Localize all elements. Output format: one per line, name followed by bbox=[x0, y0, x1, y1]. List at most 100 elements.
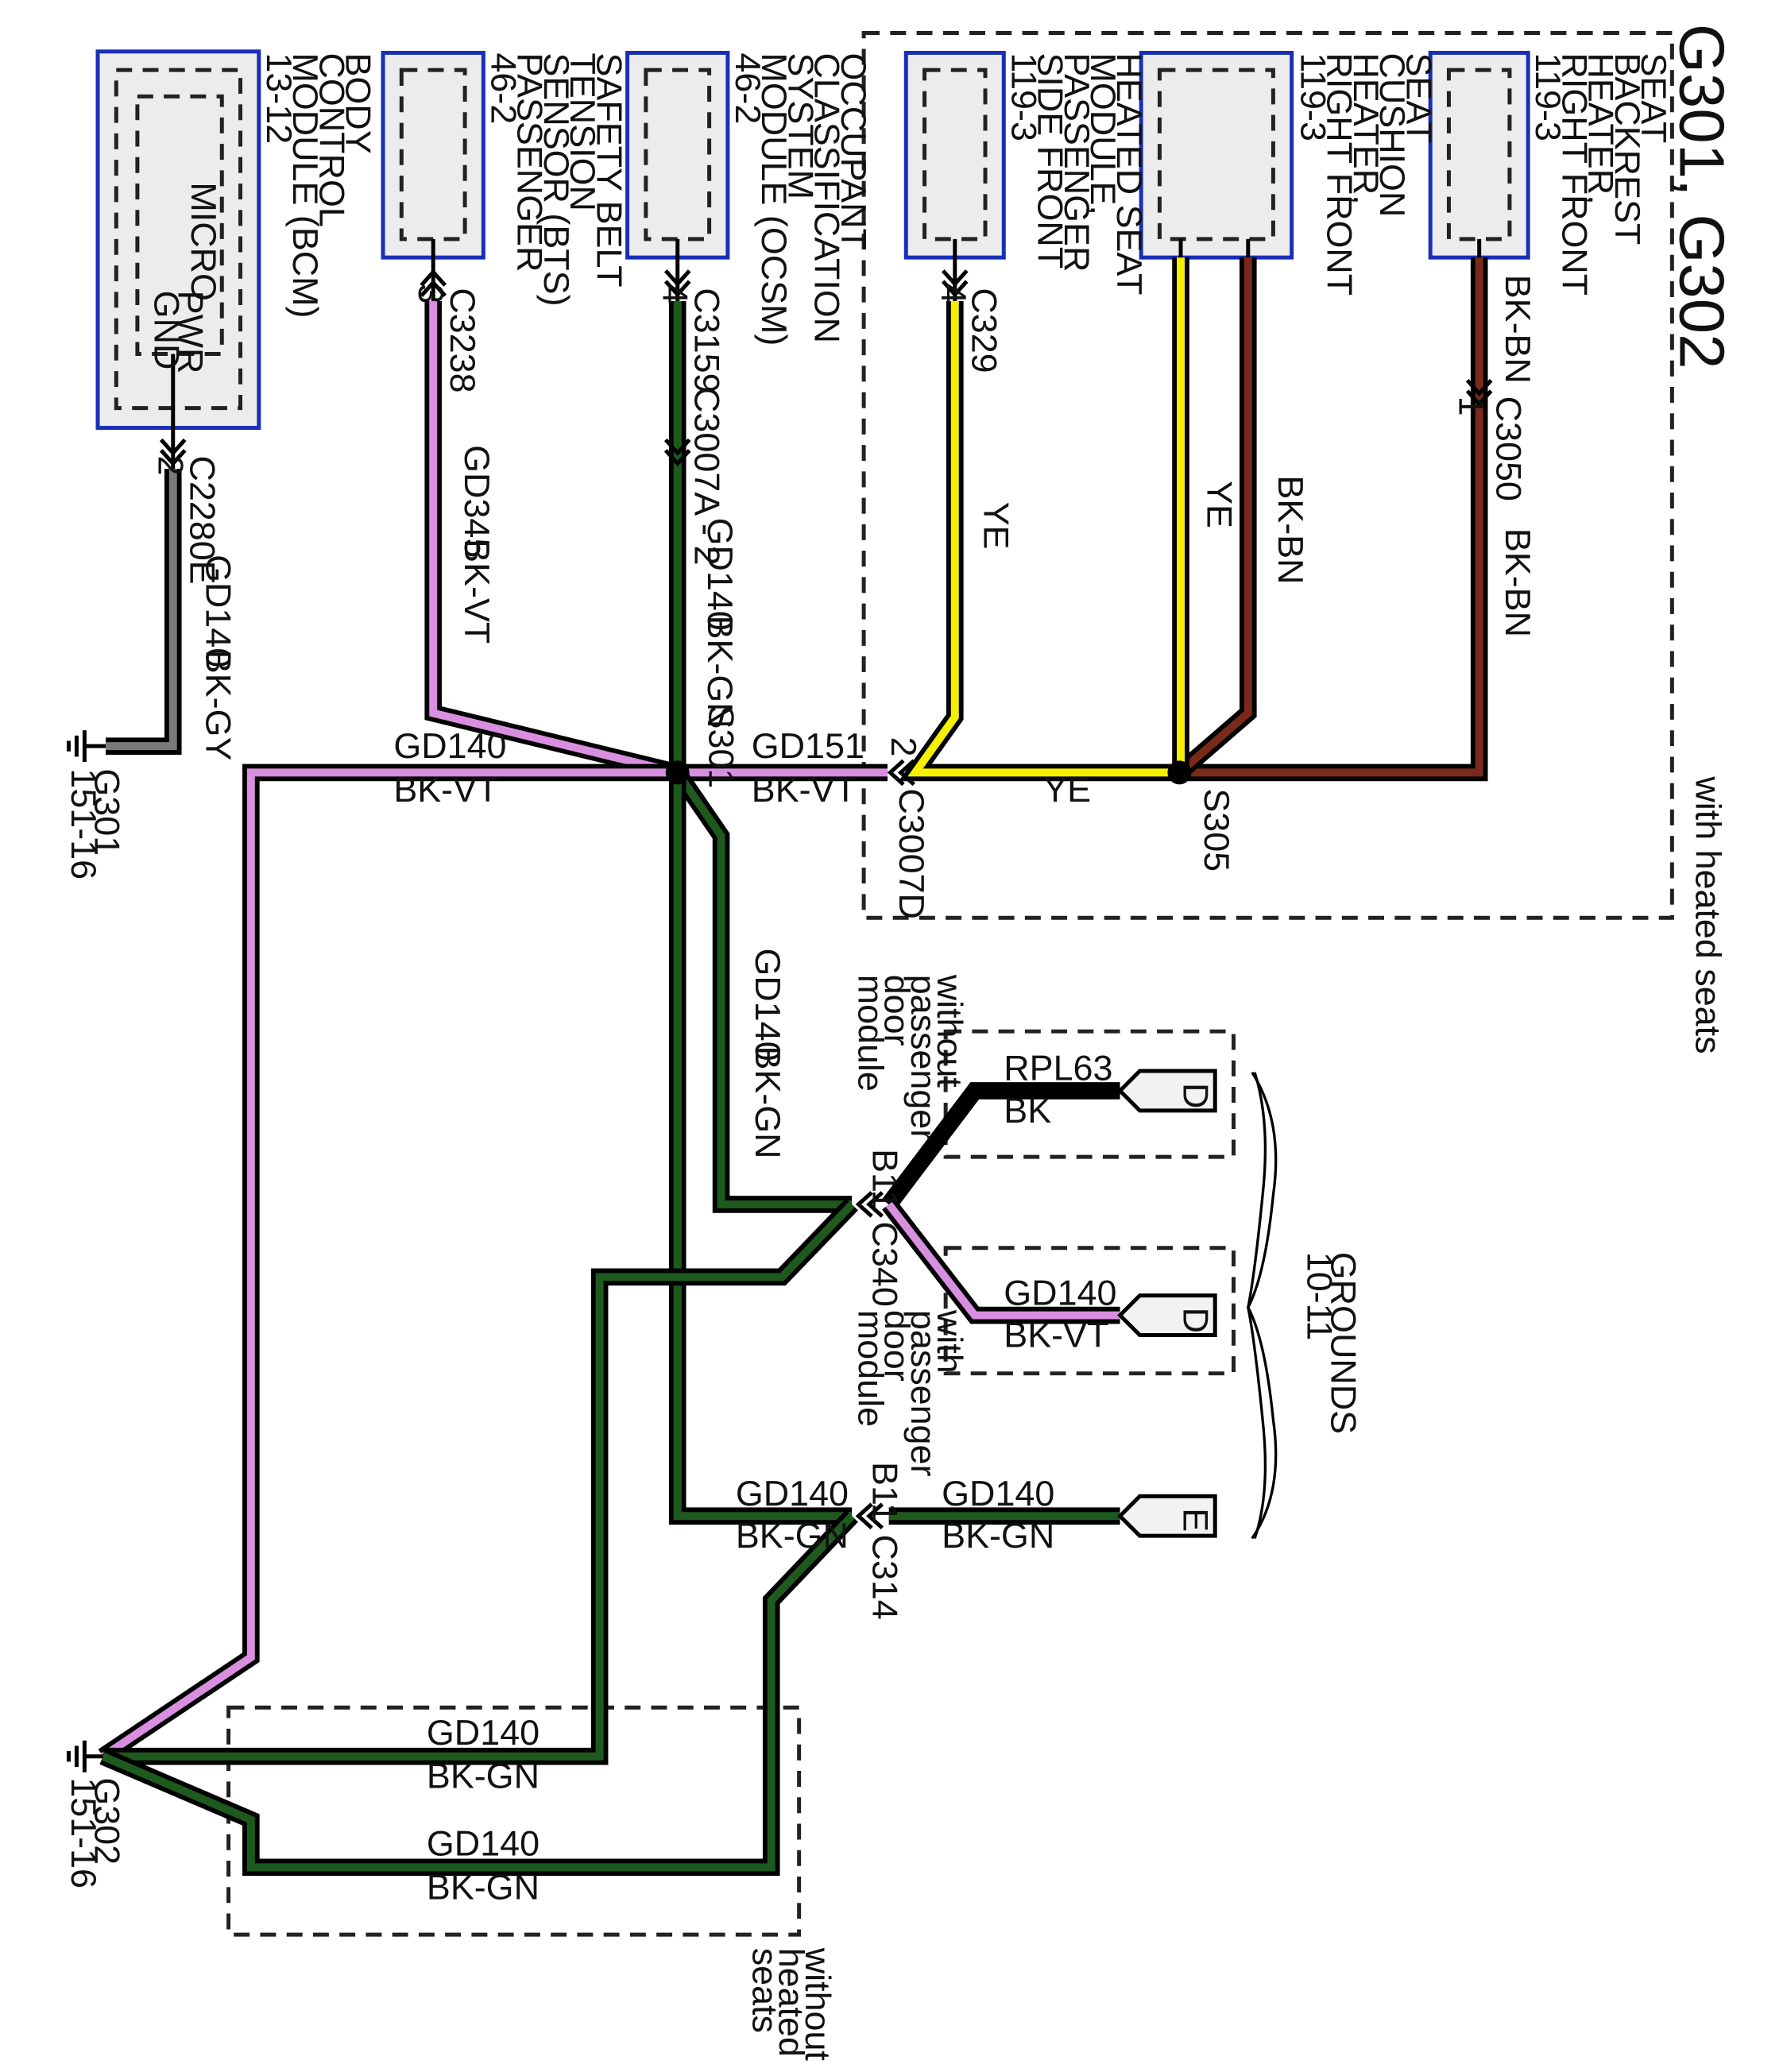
seat-cushion-heater-label: SEAT CUSHION HEATER, RIGHT FRONT 119-3 bbox=[1293, 52, 1439, 305]
ground-terminal-d-1 bbox=[1117, 1069, 1217, 1113]
g302-name: G302 bbox=[87, 1777, 128, 1865]
wire-down-gd140 bbox=[670, 767, 853, 1213]
terminal-d1-letter: D bbox=[1175, 1083, 1216, 1108]
ground-g301-icon bbox=[66, 730, 106, 763]
c340-pin: B11 bbox=[865, 1149, 906, 1210]
connector-chevrons bbox=[159, 269, 1493, 1530]
wire-backrest-bkbn bbox=[1179, 257, 1488, 782]
wire-label-bcm-color: BK-GY bbox=[198, 650, 238, 761]
with-pdm-label: with passenger door module bbox=[850, 1309, 970, 1486]
bts-label: SAFETY BELT TENSION SENSOR (BTS) PASSENG… bbox=[483, 52, 629, 316]
s301-label: S301 bbox=[702, 705, 742, 789]
wire-c314-to-g302 bbox=[99, 1510, 858, 1877]
c2280e-pin: 2 bbox=[150, 455, 191, 475]
terminal-e-letter: E bbox=[1175, 1508, 1216, 1532]
wire-label-cushion-ye: YE bbox=[1199, 481, 1240, 528]
wire-label-rpl63-color: BK bbox=[1004, 1090, 1051, 1131]
bcm-gnd-label: GND bbox=[146, 291, 187, 370]
wire-label-ocsm-circuit: GD140 bbox=[700, 518, 741, 631]
wire-label-g302-b-circuit: GD140 bbox=[427, 1823, 540, 1863]
c3050-pin: 1 bbox=[1452, 396, 1492, 416]
ground-terminal-e bbox=[1117, 1494, 1217, 1538]
ocsm-label: OCCUPANT CLASSIFICATION SYSTEM MODULE (O… bbox=[728, 52, 874, 355]
c3007d-pin: 2 bbox=[884, 737, 924, 757]
without-pdm-label: without passenger door module bbox=[850, 974, 970, 1151]
splice-s305 bbox=[1167, 760, 1192, 785]
wire-label-g302-vt-circuit: GD140 bbox=[393, 725, 506, 766]
ground-g302-icon bbox=[66, 1740, 103, 1772]
g302-ref: 151-16 bbox=[64, 1777, 104, 1888]
c340-label: C340 bbox=[865, 1222, 906, 1307]
s305-label: S305 bbox=[1197, 788, 1237, 872]
c314-label: C314 bbox=[865, 1534, 906, 1619]
wire-label-bcm-circuit: GD140 bbox=[198, 555, 238, 667]
with-pdm-frame bbox=[943, 1246, 1236, 1376]
wire-label-g302-a-color: BK-GN bbox=[427, 1756, 540, 1796]
wire-label-down-color: BK-GN bbox=[748, 1046, 788, 1158]
wire-label-gd151: GD151 bbox=[752, 725, 864, 766]
wire-label-e-color: BK-GN bbox=[942, 1515, 1054, 1556]
wire-s301-to-c314 bbox=[668, 772, 853, 1525]
bcm-pwr-label: PWR bbox=[170, 291, 211, 374]
wire-bts-gd345 bbox=[424, 300, 680, 781]
wire-label-e-circuit: GD140 bbox=[942, 1473, 1054, 1513]
c329-pin: 4 bbox=[934, 284, 974, 303]
bts-module bbox=[381, 50, 485, 260]
wire-label-c314-left-circuit: GD140 bbox=[736, 1473, 849, 1513]
wire-label-g302-b-color: BK-GN bbox=[427, 1866, 540, 1907]
wire-label-d2-circuit: GD140 bbox=[1004, 1272, 1116, 1312]
wire-label-s305-ye: YE bbox=[1043, 769, 1091, 810]
g301-ref: 151-16 bbox=[64, 768, 104, 879]
wire-d2-gd140 bbox=[882, 1199, 1120, 1324]
heated-seat-module bbox=[903, 50, 1006, 260]
wire-label-rpl63: RPL63 bbox=[1004, 1048, 1112, 1088]
wire-label-d2-color: BK-VT bbox=[1004, 1314, 1108, 1355]
wire-label-g302-a-circuit: GD140 bbox=[427, 1712, 540, 1753]
wire-rpl63 bbox=[882, 1082, 1120, 1210]
terminal-d2-letter: D bbox=[1175, 1308, 1216, 1333]
c2280e-label: C2280E bbox=[182, 455, 222, 584]
c3050-label: C3050 bbox=[1488, 396, 1529, 501]
grounds-brace bbox=[1246, 1071, 1278, 1540]
without-pdm-frame bbox=[943, 1029, 1236, 1159]
wire-label-c314-left-color: BK-GN bbox=[736, 1515, 849, 1556]
seat-backrest-heater-label: SEAT BACKREST HEATER, RIGHT FRONT 119-3 bbox=[1528, 52, 1674, 305]
wire-label-g302-vt-color: BK-VT bbox=[393, 769, 498, 810]
grounds-group-label: GROUNDS bbox=[1324, 1252, 1364, 1434]
heated-seat-module-label: HEATED SEAT MODULE, PASSENGER SIDE FRONT… bbox=[1004, 52, 1150, 304]
c3159-pin: 4 bbox=[655, 284, 695, 303]
diagram-title: G301, G302 bbox=[1666, 24, 1737, 369]
wire-g302-bkvt bbox=[98, 763, 678, 1764]
wire-hsm-ye bbox=[898, 300, 1180, 782]
wire-c340-to-g302 bbox=[102, 1198, 858, 1765]
ground-terminal-d-2 bbox=[1117, 1293, 1217, 1337]
wire-label-ocsm-color: BK-GN bbox=[700, 616, 741, 729]
wire-label-cushion-bkbn: BK-BN bbox=[1271, 475, 1311, 584]
c3238-pin: 3 bbox=[411, 284, 451, 303]
c3007a-label: C3007A - 2 bbox=[687, 387, 727, 565]
with-heated-seats-frame bbox=[861, 31, 1674, 920]
wire-cushion-bkbn bbox=[1174, 257, 1257, 779]
g301-name: G301 bbox=[87, 768, 128, 856]
wire-label-gd151-color: BK-VT bbox=[752, 769, 857, 810]
wire-bcm-gd140 bbox=[105, 469, 182, 755]
bcm-label: BODY CONTROL MODULE (BCM) 13-12 bbox=[259, 52, 379, 327]
wire-label-hsm-ye: YE bbox=[976, 502, 1016, 550]
without-heated-seats-label: without heated seats bbox=[745, 1947, 837, 2071]
wire-label-bts-circuit: GD345 bbox=[457, 445, 497, 558]
grounds-group-ref: 10-11 bbox=[1300, 1252, 1340, 1340]
bcm-micro-label: MICRO bbox=[184, 182, 224, 301]
c314-pin: B11 bbox=[865, 1462, 906, 1523]
wire-label-backrest-bkbn-short: BK-BN bbox=[1498, 275, 1538, 384]
c3238-label: C3238 bbox=[443, 288, 483, 392]
ocsm-module bbox=[625, 50, 730, 260]
seat-backrest-heater-module bbox=[1428, 50, 1530, 260]
without-heated-seats-frame bbox=[226, 1705, 802, 1937]
wire-label-backrest-bkbn: BK-BN bbox=[1498, 528, 1538, 637]
splice-s301 bbox=[665, 760, 690, 785]
wire-label-bts-color: BK-VT bbox=[457, 539, 497, 644]
seat-cushion-heater-module bbox=[1139, 50, 1294, 260]
bcm-module bbox=[95, 49, 261, 431]
wire-label-down-circuit: GD140 bbox=[748, 948, 788, 1061]
